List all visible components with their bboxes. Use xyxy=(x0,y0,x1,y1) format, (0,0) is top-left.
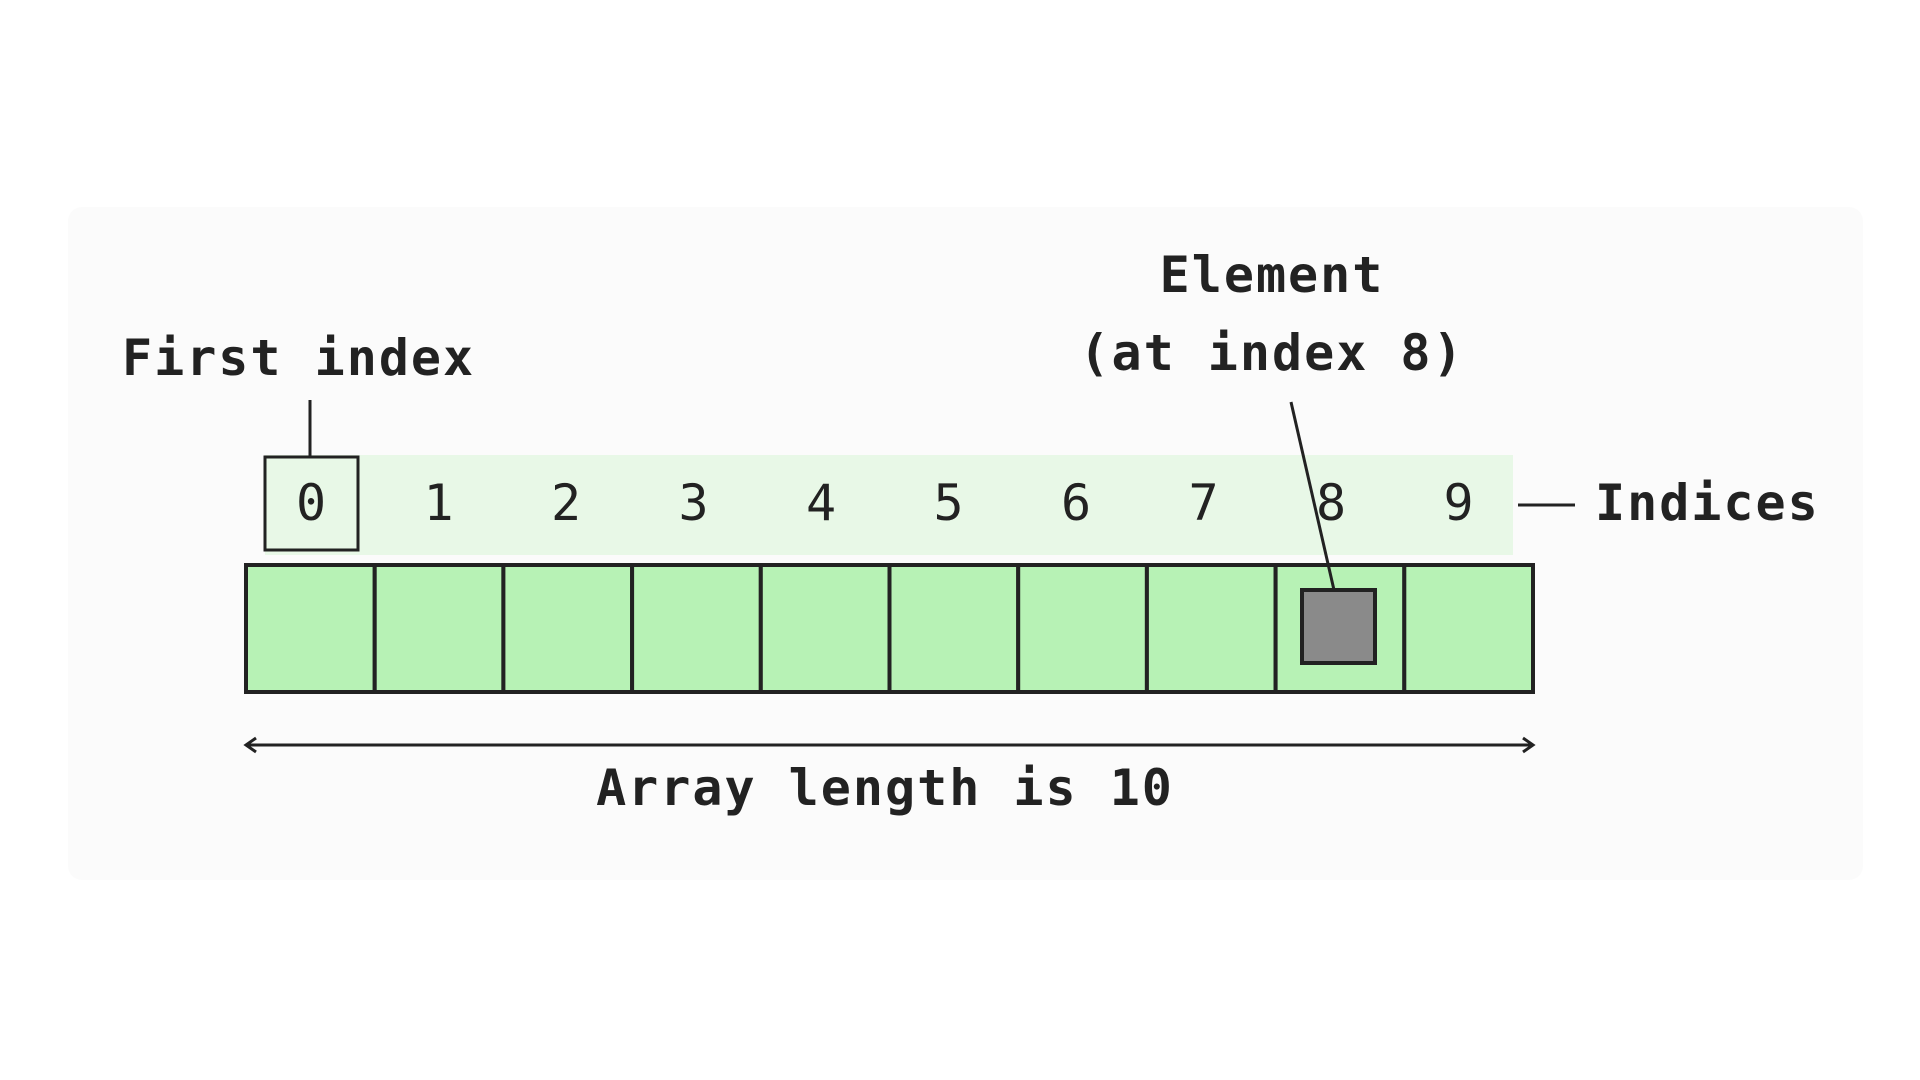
array-cell-5 xyxy=(887,563,1021,694)
first-index-label: First index xyxy=(122,329,475,387)
index-label-0: 0 xyxy=(296,474,326,532)
index-label-3: 3 xyxy=(678,474,708,532)
element-marker xyxy=(1300,588,1377,665)
array-cell-2 xyxy=(501,563,635,694)
array-cell-6 xyxy=(1016,563,1149,694)
length-arrow xyxy=(243,736,1536,754)
element-label-line1: Element xyxy=(1160,246,1385,304)
index-label-1: 1 xyxy=(423,474,453,532)
array-cell-7 xyxy=(1144,563,1278,694)
array-cell-1 xyxy=(372,563,506,694)
index-label-8: 8 xyxy=(1316,474,1346,532)
index-band xyxy=(265,455,1513,555)
element-label-line2: (at index 8) xyxy=(1079,324,1464,382)
array-cell-4 xyxy=(758,563,892,694)
array-cells xyxy=(244,563,1536,694)
index-label-6: 6 xyxy=(1061,474,1091,532)
array-length-label: Array length is 10 xyxy=(596,759,1174,817)
index-label-7: 7 xyxy=(1188,474,1218,532)
array-cell-3 xyxy=(630,563,763,694)
indices-label: Indices xyxy=(1595,474,1820,532)
index-label-9: 9 xyxy=(1443,474,1473,532)
indices-group: 0 1 2 3 4 5 6 7 8 9 xyxy=(296,474,1474,532)
index-label-4: 4 xyxy=(806,474,836,532)
array-cell-9 xyxy=(1402,563,1536,694)
element-pointer xyxy=(1289,401,1336,591)
index-label-2: 2 xyxy=(551,474,581,532)
array-cell-0 xyxy=(244,563,377,694)
index-label-5: 5 xyxy=(933,474,963,532)
